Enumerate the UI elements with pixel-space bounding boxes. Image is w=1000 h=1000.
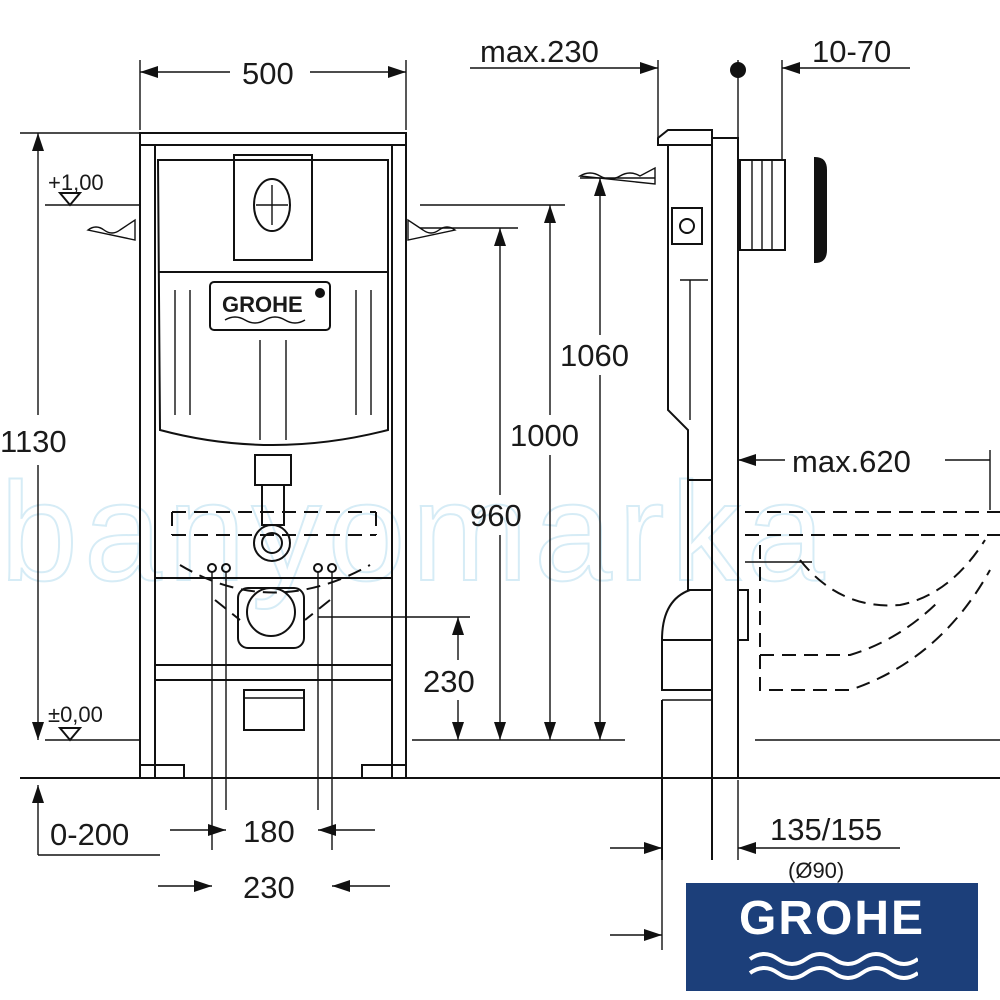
- dim-spacing-180: 180: [243, 814, 295, 849]
- brand-logo-text: GROHE: [738, 892, 925, 945]
- cistern: [156, 159, 389, 446]
- side-view: max.230 10-70 max.620 135/155 (Ø90): [470, 34, 1000, 950]
- level-plus-one: +1,00: [48, 170, 104, 195]
- dim-height-1000: 1000: [510, 418, 579, 453]
- brand-logo: GROHE: [686, 883, 978, 991]
- front-view: GROHE: [20, 132, 1000, 850]
- tank-logo-plate: [209, 281, 331, 331]
- dim-height-1060: 1060: [560, 338, 629, 373]
- dim-range-10-70: 10-70: [812, 34, 891, 69]
- dim-width-500: 500: [242, 56, 294, 91]
- wave-icon: [748, 952, 918, 980]
- flush-button: [253, 178, 291, 232]
- front-dimensions: 500 1130 +1,00 ±0,00 0-200: [0, 56, 655, 905]
- watermark: banyomarka: [0, 453, 830, 610]
- frame-outline: [139, 132, 407, 779]
- dim-max-230: max.230: [480, 34, 599, 69]
- tank-logo-text: GROHE: [222, 292, 303, 317]
- dim-range-0-200: 0-200: [50, 817, 129, 852]
- dim-height-1130: 1130: [0, 424, 67, 459]
- dim-height-960: 960: [470, 498, 522, 533]
- level-zero: ±0,00: [48, 702, 103, 727]
- flush-plate: [233, 154, 313, 261]
- dim-range-135-155: 135/155: [770, 812, 882, 847]
- dim-diameter-90: (Ø90): [788, 858, 844, 883]
- dim-spacing-230: 230: [243, 870, 295, 905]
- dim-max-620: max.620: [792, 444, 911, 479]
- dim-height-230: 230: [423, 664, 475, 699]
